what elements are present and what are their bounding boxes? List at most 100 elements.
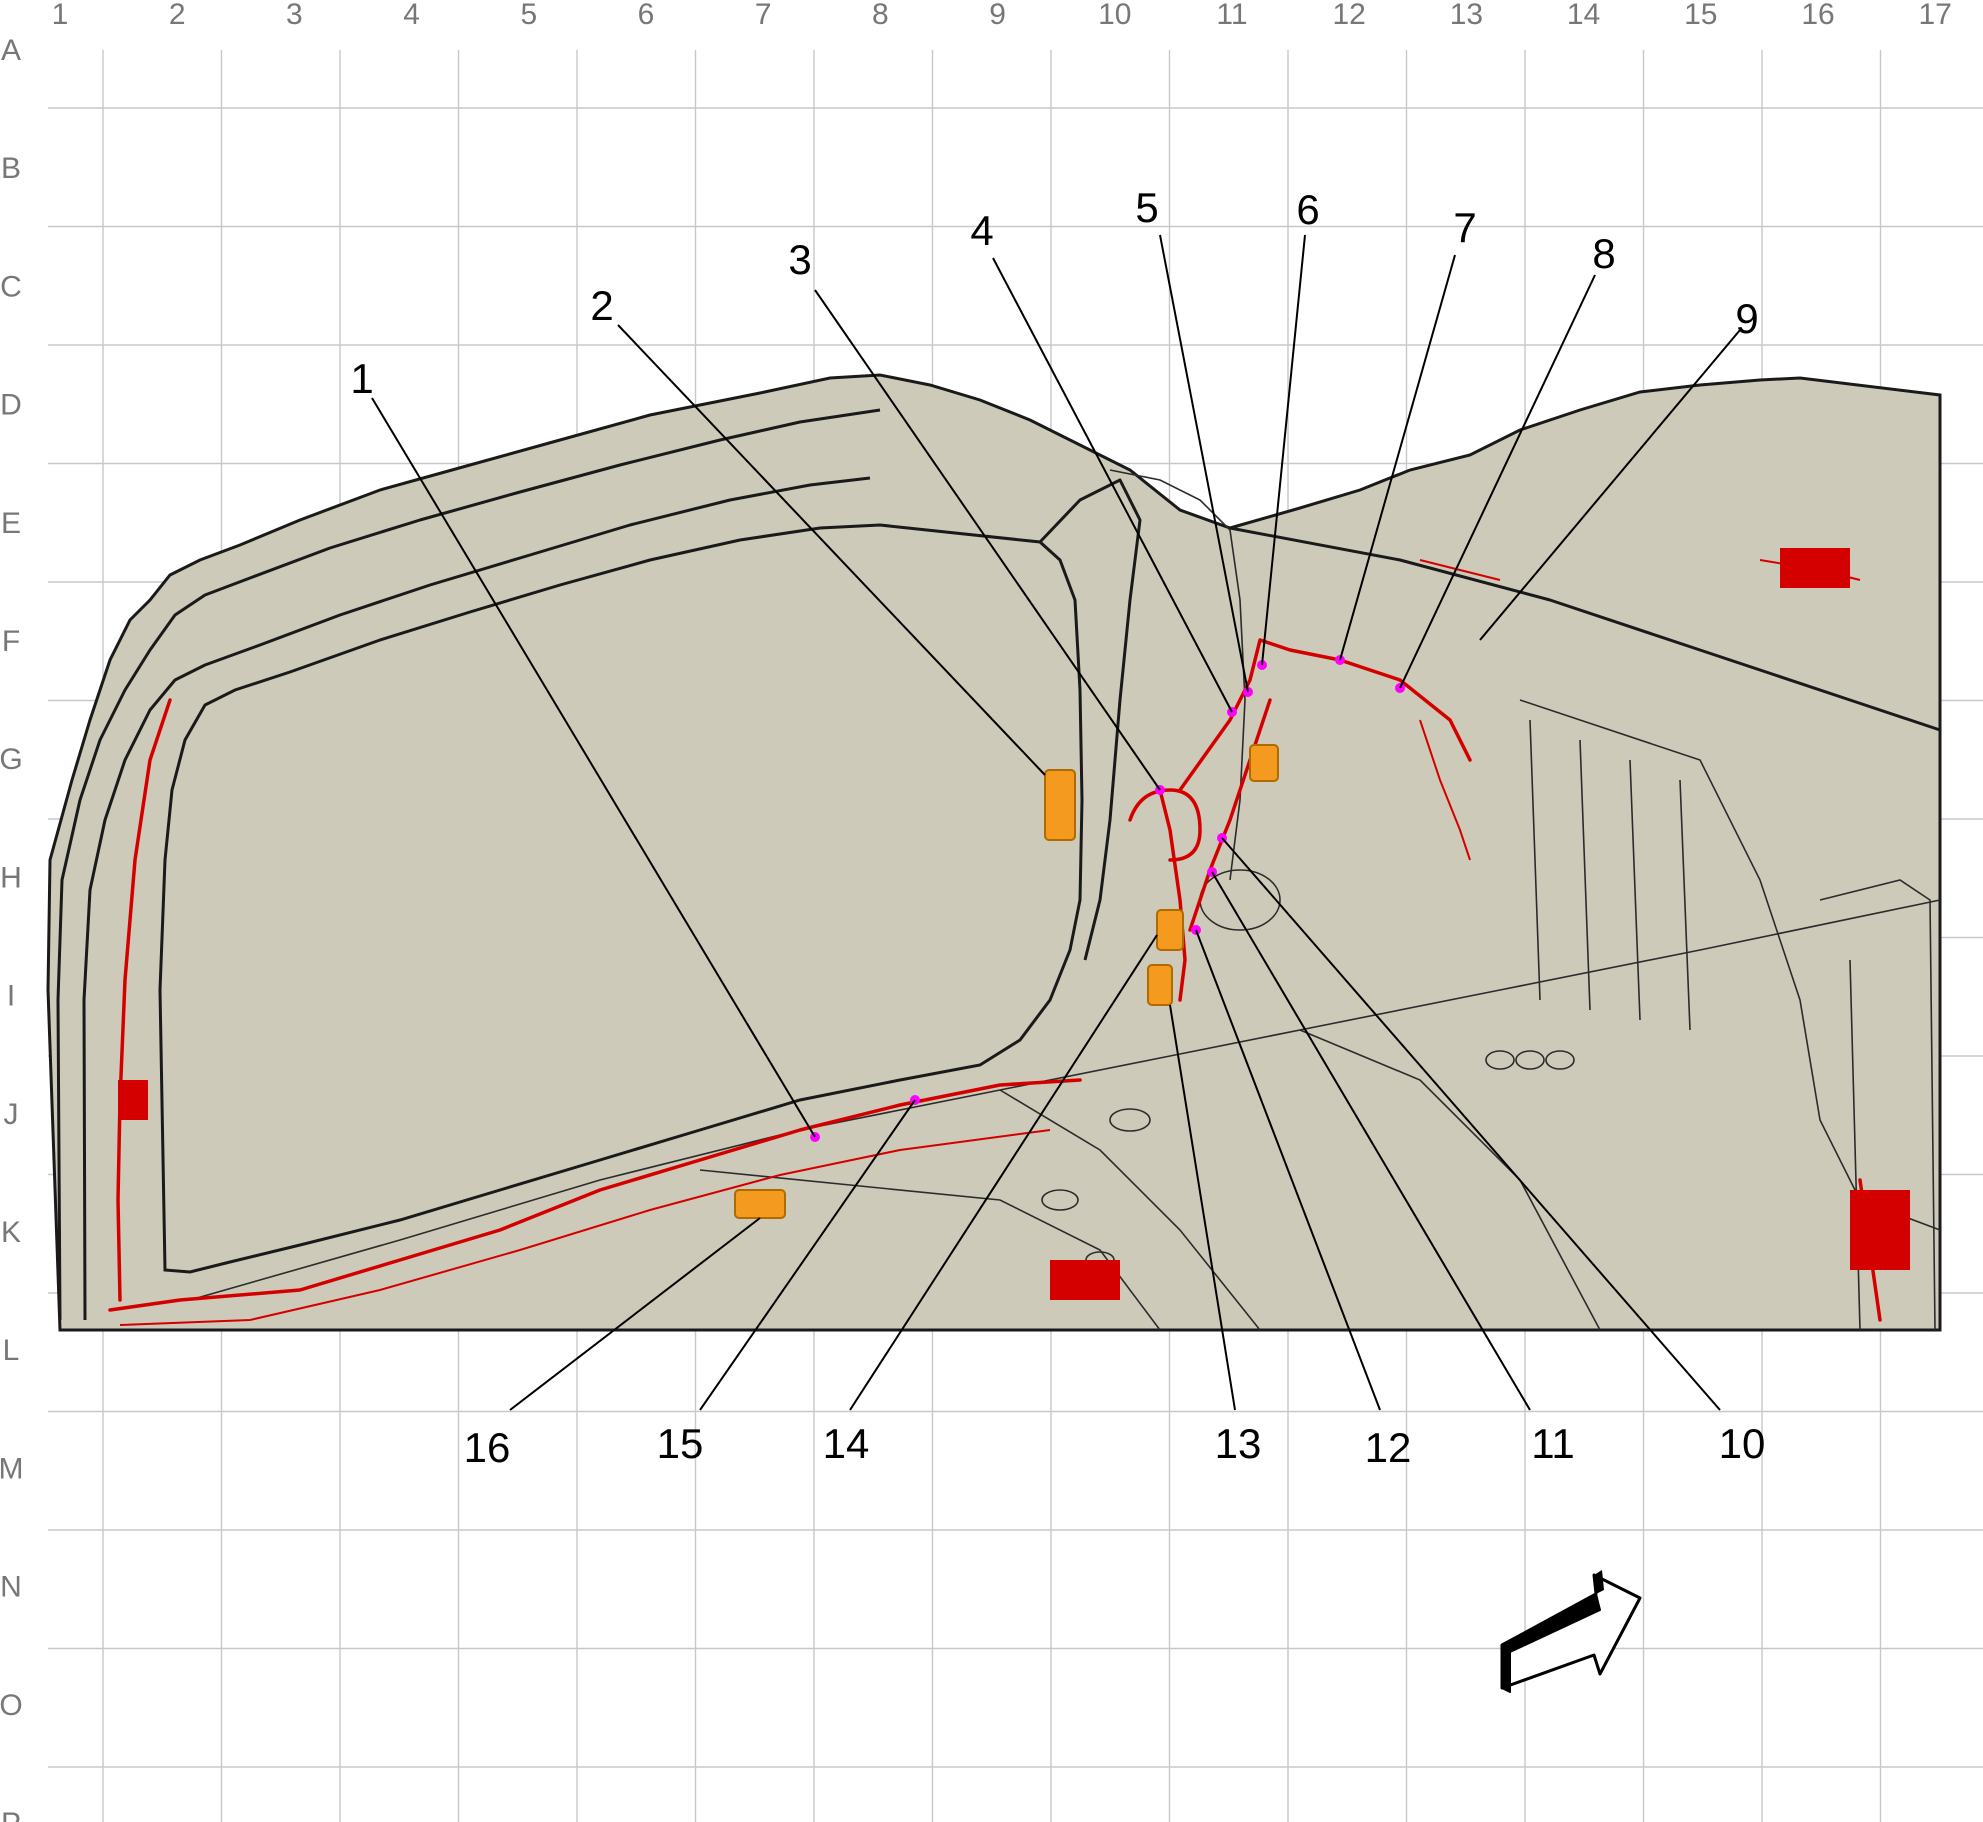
grid-column-label: 6 (638, 0, 655, 31)
callout-7: 7 (1453, 204, 1476, 251)
floor-pan (189, 899, 1941, 1301)
harness-a-pillar (116, 698, 172, 1302)
leader-4 (992, 257, 1233, 713)
grid-row-label: J (4, 1098, 19, 1131)
leader-15 (699, 1099, 916, 1411)
callout-6: 6 (1296, 186, 1319, 233)
grid-row-label: O (0, 1689, 23, 1722)
grid-row-label: D (0, 389, 22, 422)
grid-column-label: 16 (1801, 0, 1834, 31)
door-frame (1038, 478, 1142, 961)
grid-column-label: 1 (52, 0, 69, 31)
grid-column-label: 12 (1333, 0, 1366, 31)
callout-12: 12 (1365, 1424, 1412, 1471)
grid-column-label: 9 (989, 0, 1006, 31)
grid-row-labels: ABCDEFGHIJKLMNOP (0, 34, 24, 1822)
grid-column-label: 13 (1450, 0, 1483, 31)
grid-row-label: M (0, 1452, 24, 1485)
vehicle-body-illustration (46, 373, 1942, 1332)
callout-3: 3 (788, 236, 811, 283)
leader-2 (617, 324, 1046, 776)
harness-rear-branch (1419, 719, 1471, 861)
grid-column-label: 5 (520, 0, 537, 31)
grid-row-label: K (1, 1216, 21, 1249)
leader-13 (1169, 1004, 1236, 1411)
floor-hole-1 (1041, 1189, 1079, 1211)
leader-6 (1261, 234, 1306, 666)
leader-10 (1221, 837, 1721, 1411)
grid-column-label: 8 (872, 0, 889, 31)
harness-pillar-branch (1128, 788, 1202, 862)
harness-main-sill (108, 1078, 1082, 1312)
callout-labels: 1 2 3 4 5 6 7 8 9 10 11 12 13 14 15 16 (350, 184, 1765, 1471)
callout-16: 16 (464, 1424, 511, 1471)
leader-12 (1195, 929, 1381, 1411)
roof-rail-inner (82, 476, 871, 1321)
floor-cross-member-1 (699, 1169, 1161, 1331)
red-module-2 (1850, 1190, 1910, 1270)
callout-11: 11 (1531, 1420, 1575, 1467)
red-module-1 (1780, 548, 1850, 588)
callout-5: 5 (1135, 184, 1158, 231)
harness-sill-secondary (119, 1129, 1051, 1326)
grid-row-label: B (1, 152, 21, 185)
rear-structure-rib-1 (1529, 719, 1691, 1031)
leader-14 (849, 934, 1158, 1411)
view-direction-arrow-icon (1500, 1570, 1642, 1693)
leader-16 (509, 1217, 761, 1411)
red-module-4 (1050, 1260, 1120, 1300)
grid-row-label: G (0, 743, 23, 776)
leader-3 (814, 289, 1161, 791)
callout-1: 1 (350, 355, 373, 402)
grid-row-label: E (1, 507, 21, 540)
harness-upper-route (1178, 638, 1472, 792)
grid-row-label: L (3, 1334, 20, 1367)
callout-leaders (371, 234, 1741, 1411)
callout-4: 4 (970, 207, 993, 254)
leader-9 (1479, 329, 1741, 641)
grid-column-label: 3 (286, 0, 303, 31)
leader-5 (1159, 234, 1249, 693)
floor-hole-3 (1109, 1108, 1151, 1132)
grid-row-label: P (1, 1807, 21, 1822)
grid-column-label: 4 (403, 0, 420, 31)
leader-11 (1211, 871, 1531, 1411)
grid-column-label: 15 (1684, 0, 1717, 31)
callout-9: 9 (1735, 295, 1758, 342)
grid-row-label: N (0, 1571, 22, 1604)
floor-cross-member-2 (999, 1089, 1261, 1331)
callout-10: 10 (1719, 1420, 1766, 1467)
connector-orange-2 (1249, 744, 1279, 782)
callout-8: 8 (1592, 230, 1615, 277)
grid-column-label: 14 (1567, 0, 1600, 31)
callout-13: 13 (1215, 1420, 1262, 1467)
rear-hole-1 (1485, 1050, 1515, 1070)
grid-column-label: 10 (1098, 0, 1131, 31)
leader-1 (371, 397, 816, 1138)
grid-column-label: 7 (755, 0, 772, 31)
window-opening (158, 523, 1084, 1274)
harness-center-pillar (1158, 788, 1187, 1002)
grid-column-label: 17 (1919, 0, 1952, 31)
grid-row-label: F (2, 625, 20, 658)
callout-2: 2 (590, 282, 613, 329)
rear-structure-top (1229, 526, 1941, 732)
floor-cross-member-3 (1299, 1029, 1601, 1331)
connector-orange-1 (1044, 769, 1076, 841)
leader-8 (1399, 274, 1596, 689)
connector-orange-3 (1156, 909, 1184, 951)
connector-orange-4 (1147, 964, 1173, 1006)
grid-row-label: H (0, 861, 22, 894)
harness-descending (1188, 698, 1272, 932)
callout-15: 15 (657, 1420, 704, 1467)
grid-column-label: 11 (1216, 0, 1247, 31)
grid-row-label: I (7, 980, 15, 1013)
grid-row-label: A (1, 34, 21, 67)
callout-14: 14 (823, 1420, 870, 1467)
grid-column-label: 2 (169, 0, 186, 31)
connector-orange-5 (734, 1189, 786, 1219)
rear-hole-3 (1545, 1050, 1575, 1070)
red-module-3 (118, 1080, 148, 1120)
